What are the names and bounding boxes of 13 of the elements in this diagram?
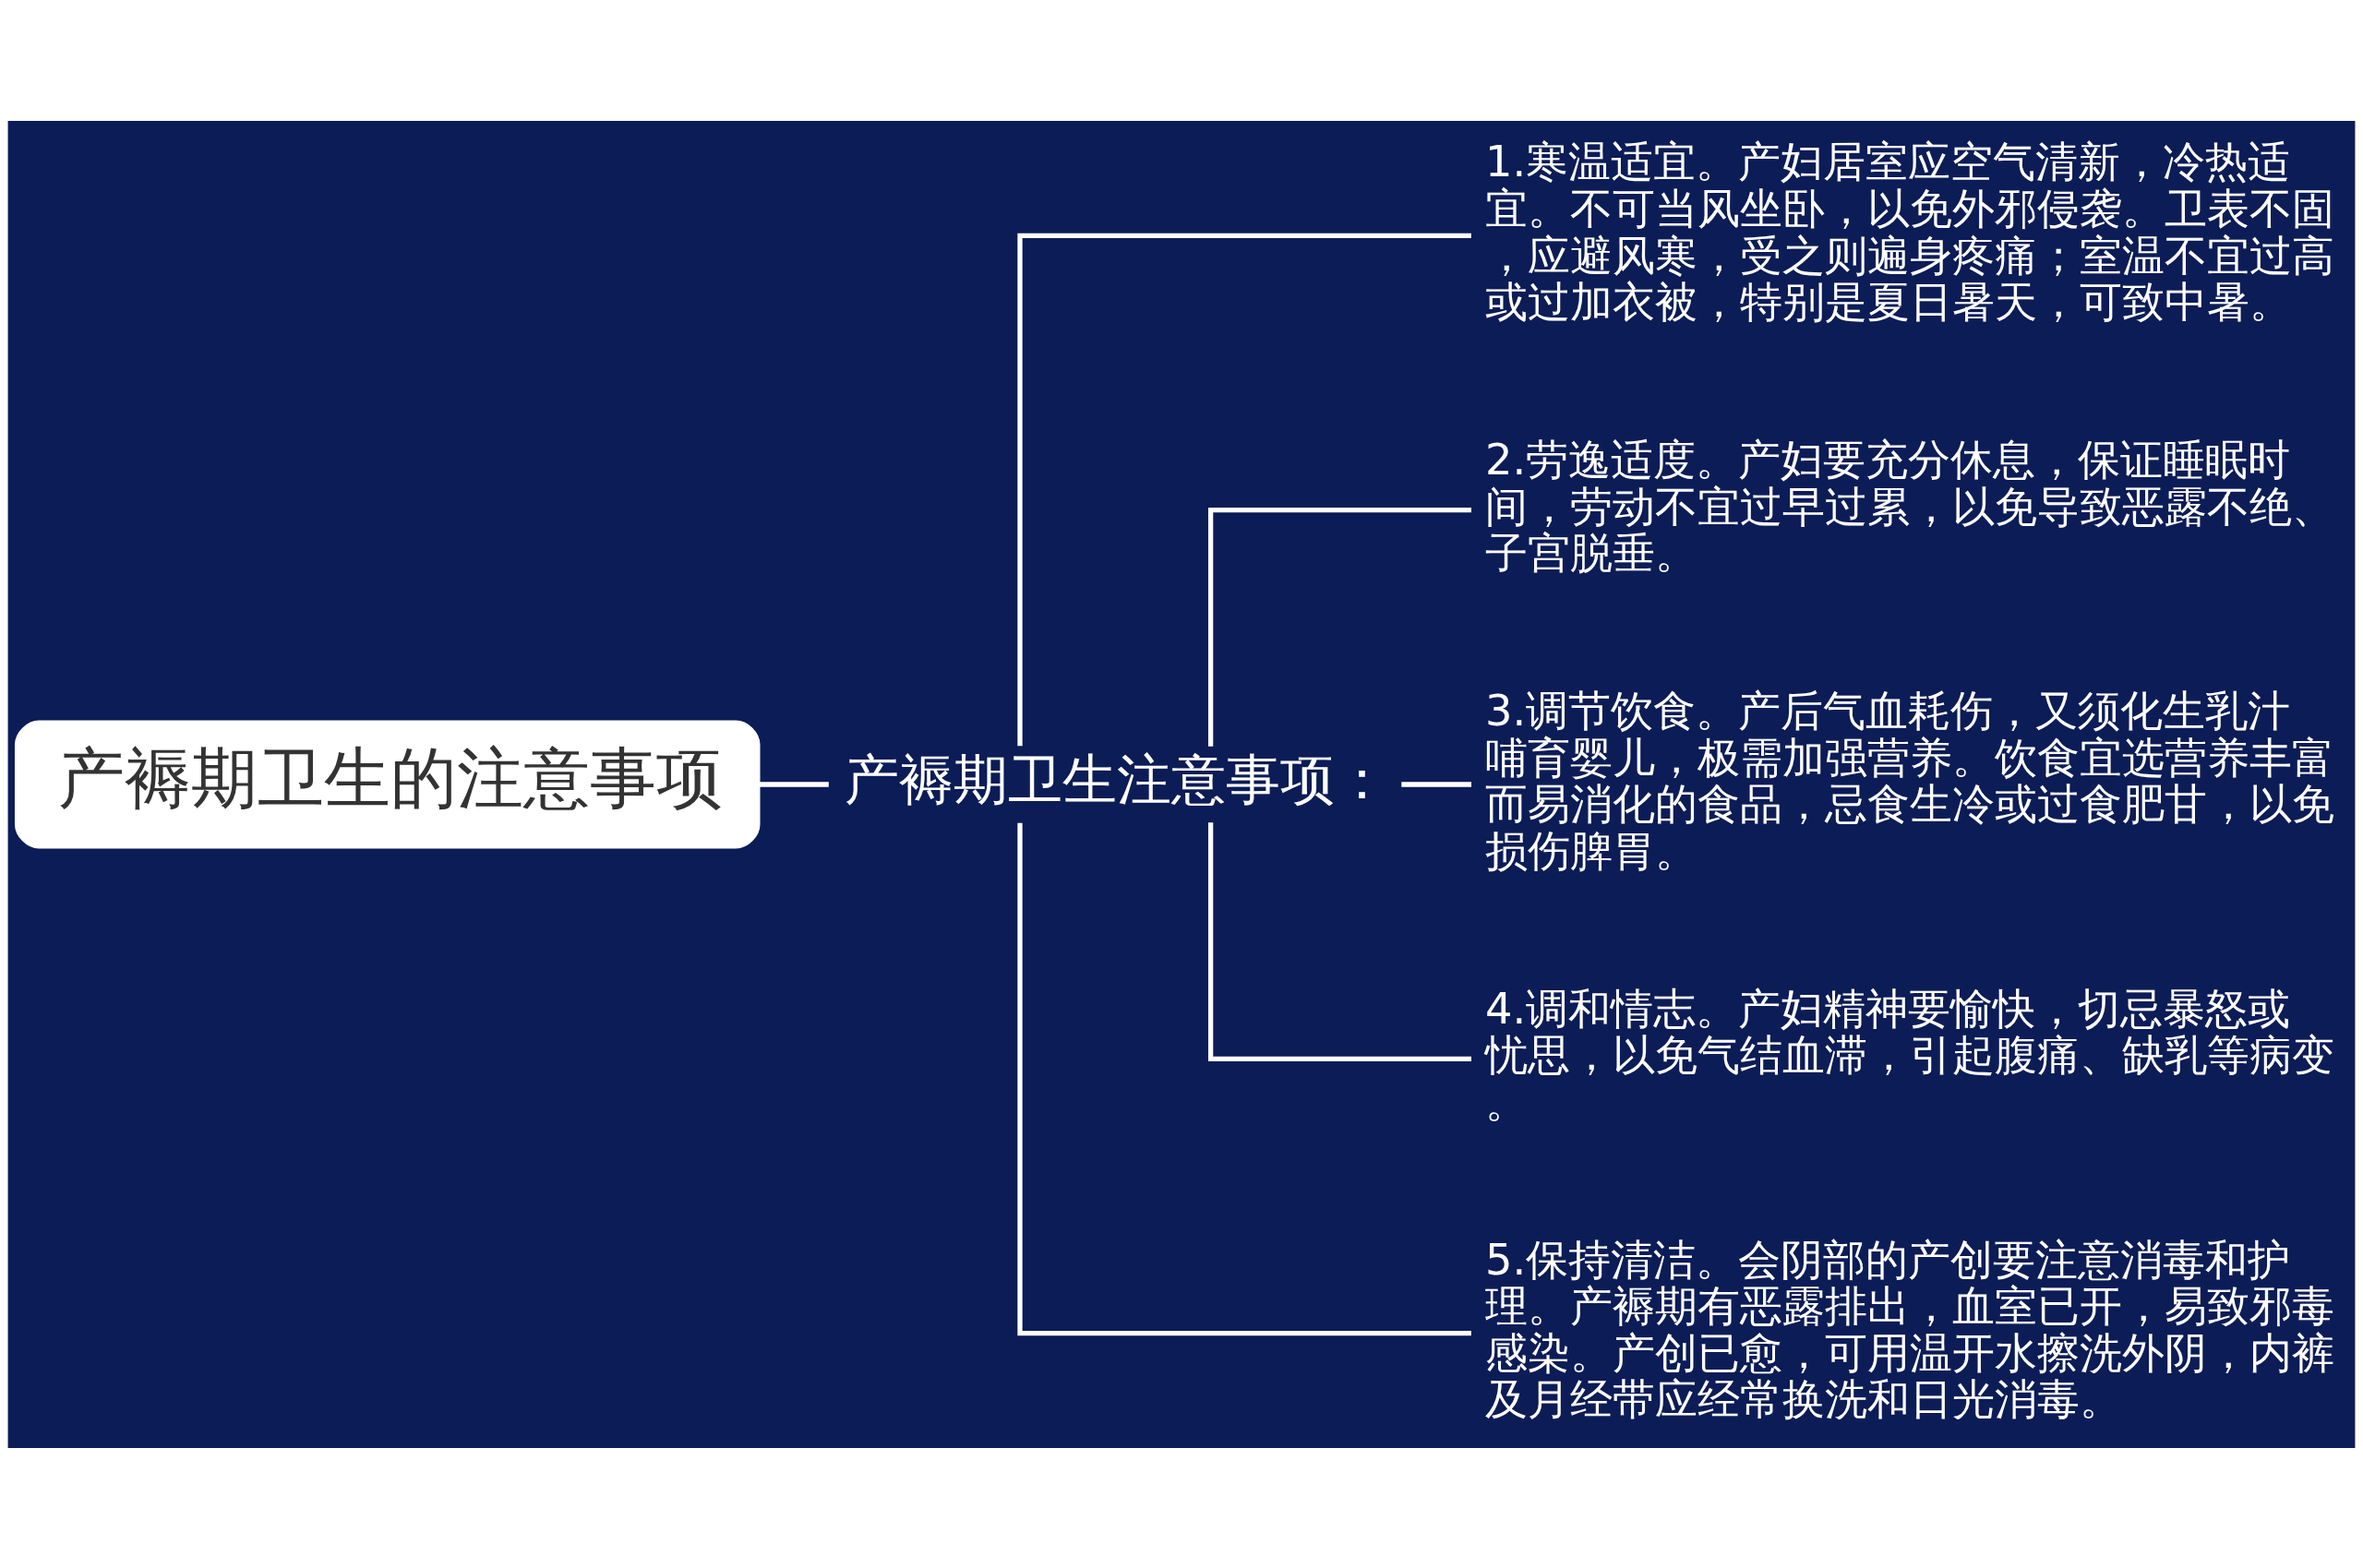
connector	[1401, 781, 1472, 787]
connector	[1208, 821, 1471, 1061]
connector	[1017, 822, 1471, 1335]
node-text: 1.寒温适宜。产妇居室应空气清新，冷热适宜。不可当风坐卧，以免外邪侵袭。卫表不固，应避风寒，受之则遍身疼痛；室温不宜过高或过加衣被，特别是夏日暑天，可致中暑。	[1484, 136, 2334, 327]
connector	[1017, 233, 1471, 746]
node-text: 产褥期卫生注意事项：	[845, 747, 1390, 811]
connector	[759, 781, 829, 787]
node-text: 2.劳逸适度。产妇要充分休息，保证睡眠时间，劳动不宜过早过累，以免导致恶露不绝、子宫脱垂。	[1484, 434, 2334, 578]
node-text: 3.调节饮食。产后气血耗伤，又须化生乳汁哺育婴儿，极需加强营养。饮食宜选营养丰富而易消化的食品，忌食生冷或过食肥甘，以免损伤脾胃。	[1484, 685, 2334, 876]
node-box: 产褥期卫生的注意事项	[14, 719, 761, 849]
connector	[1208, 507, 1471, 747]
node-text: 4.调和情志。产妇精神要愉快，切忌暴怒或忧思，以免气结血滞，引起腹痛、缺乳等病变。	[1484, 983, 2334, 1127]
node-text: 5.保持清洁。会阴部的产创要注意消毒和护理。产褥期有恶露排出，血室已开，易致邪毒感染。产创已愈，可用温开水擦洗外阴，内裤及月经带应经常换洗和日光消毒。	[1484, 1234, 2334, 1424]
